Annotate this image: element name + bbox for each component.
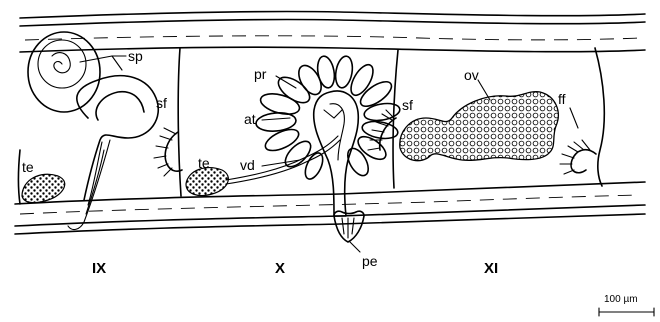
testis-left: [22, 174, 65, 202]
label-sf-left: sf: [156, 95, 167, 111]
ovary: [400, 92, 559, 161]
segment-xi: XI: [484, 260, 498, 277]
label-sf-right: sf: [402, 97, 413, 113]
female-funnel: [560, 140, 596, 174]
body-wall-top: [20, 11, 645, 52]
label-te-left: te: [22, 159, 34, 175]
segment-ix: IX: [92, 260, 106, 277]
label-vd: vd: [240, 157, 255, 173]
scale-bar-label: 100 µm: [604, 294, 638, 305]
label-sp: sp: [128, 48, 143, 64]
label-pe: pe: [362, 253, 378, 269]
label-pr: pr: [254, 66, 267, 82]
body-wall-bottom: [15, 182, 645, 234]
label-at: at: [244, 111, 256, 127]
scale-bar: 100 µm: [599, 294, 654, 316]
label-ov: ov: [464, 67, 479, 83]
segment-x: X: [275, 260, 285, 277]
label-ff: ff: [558, 91, 566, 107]
label-te-mid: te: [198, 155, 210, 171]
testis-mid: [186, 168, 228, 196]
